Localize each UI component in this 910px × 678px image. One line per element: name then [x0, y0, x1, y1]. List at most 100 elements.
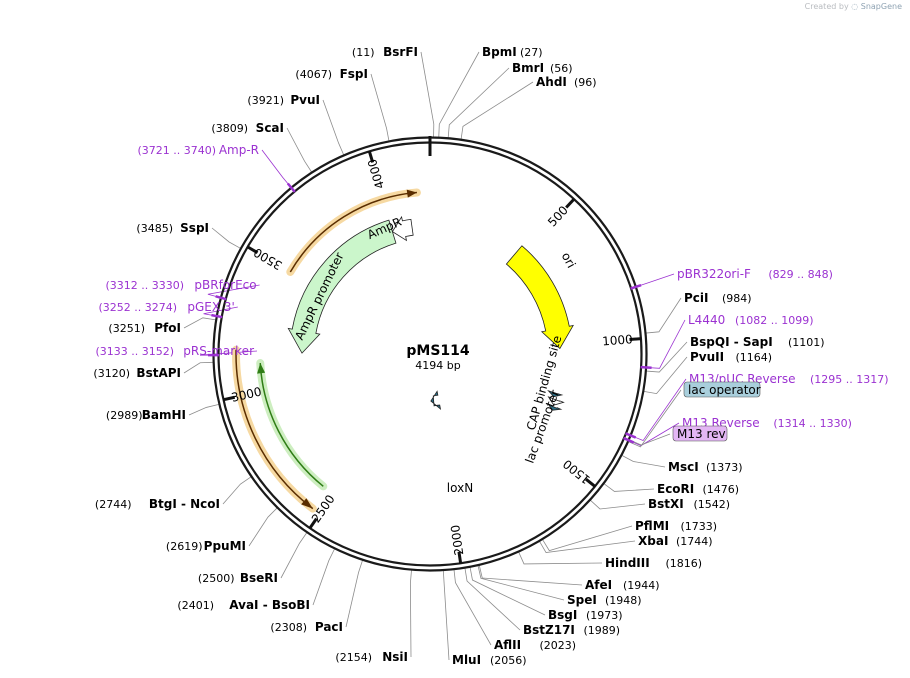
leader-line — [312, 548, 335, 606]
feature-cap-binding-site — [547, 389, 564, 398]
enzyme-name: PpuMI — [204, 539, 246, 553]
plasmid-size: 4194 bp — [415, 359, 460, 372]
enzyme-name: SspI — [180, 221, 209, 235]
primer-site-mark — [211, 313, 223, 319]
leader-line — [438, 51, 480, 138]
enzyme-label: BseRI(2500) — [198, 571, 278, 585]
primer-site-mark — [623, 436, 635, 444]
enzyme-position: (3251) — [108, 322, 145, 335]
orf-arrowhead — [301, 498, 313, 509]
enzyme-name: EcoRI — [657, 482, 694, 496]
enzyme-name: ScaI — [256, 121, 284, 135]
leader-line — [183, 317, 216, 329]
tick-mark — [367, 150, 375, 163]
leader-line — [370, 73, 390, 141]
tick-mark — [585, 478, 597, 488]
leader-line — [183, 361, 214, 374]
enzyme-name: MluI — [452, 653, 481, 667]
leader-line — [453, 569, 492, 646]
primer-site-mark — [215, 295, 227, 301]
enzyme-label: BamHI(2989) — [106, 408, 186, 422]
enzyme-position: (1373) — [706, 461, 743, 474]
enzyme-label: BsgI(1973) — [548, 608, 623, 622]
enzyme-label: PciI(984) — [684, 291, 752, 305]
primer-position: (1082 .. 1099) — [735, 314, 814, 327]
enzyme-name: BstAPI — [136, 366, 181, 380]
enzyme-position: (1989) — [584, 624, 621, 637]
enzyme-position: (56) — [550, 62, 573, 75]
boxed-label-bg — [672, 425, 728, 442]
leader-line — [188, 404, 220, 416]
enzyme-label: EcoRI(1476) — [657, 482, 739, 496]
snapgene-credit: Created by ◌ SnapGene — [805, 2, 902, 11]
primer-site-mark — [625, 432, 637, 439]
enzyme-name: MscI — [668, 460, 699, 474]
tick-mark — [457, 551, 463, 564]
feature-ampr-promoter — [391, 215, 414, 242]
enzyme-name: AfeI — [585, 578, 612, 592]
enzyme-label: BmrI (56) — [512, 61, 573, 75]
enzyme-label: PpuMI(2619) — [166, 539, 246, 553]
orf-arrowhead — [257, 363, 266, 374]
tick-mark — [565, 197, 576, 209]
primer-position: (3133 .. 3152) — [95, 345, 174, 358]
leader-line — [280, 532, 308, 579]
tick-mark — [629, 337, 642, 341]
feature-lac-operator — [546, 402, 563, 411]
enzyme-label: MluI(2056) — [452, 653, 527, 667]
plasmid-name: pMS114 — [406, 343, 470, 359]
enzyme-label: HindIII(1816) — [605, 556, 702, 570]
leader-line — [469, 567, 546, 616]
primer-name: pGEX 3' — [187, 300, 234, 314]
enzyme-label: PfoI(3251) — [108, 321, 181, 335]
enzyme-label: PacI(2308) — [270, 620, 343, 634]
enzyme-name: PciI — [684, 291, 709, 305]
tick-label: 3500 — [251, 245, 284, 273]
enzyme-label: AflII(2023) — [494, 638, 576, 652]
leader-line — [643, 356, 688, 395]
leader-line — [409, 570, 412, 658]
primer-name: pBR322ori-F — [677, 267, 751, 281]
leader-line — [478, 565, 583, 586]
enzyme-position: (1744) — [676, 535, 713, 548]
leader-line — [646, 341, 688, 373]
primer-label: Amp-R(3721 .. 3740) — [137, 143, 259, 157]
enzyme-position: (1733) — [681, 520, 718, 533]
enzyme-position: (1948) — [605, 594, 642, 607]
enzyme-name: BmrI — [512, 61, 544, 75]
enzyme-position: (2401) — [177, 599, 214, 612]
enzyme-position: (2619) — [166, 540, 203, 553]
tick-label: 1000 — [602, 332, 633, 348]
enzyme-name: BamHI — [142, 408, 186, 422]
leader-line — [636, 273, 675, 288]
enzyme-label: PflMI(1733) — [635, 519, 717, 533]
enzyme-name: AvaI - BsoBI — [229, 598, 310, 612]
enzyme-position: (3120) — [93, 367, 130, 380]
enzyme-name: AhdI — [536, 75, 567, 89]
leader-line — [590, 499, 646, 510]
enzyme-label: BtgI - NcoI(2744) — [95, 497, 220, 511]
enzyme-name: PvuII — [690, 350, 724, 364]
enzyme-position: (1944) — [623, 579, 660, 592]
enzyme-name: HindIII — [605, 556, 650, 570]
enzyme-name: BsrFI — [383, 45, 418, 59]
tick-label: 1500 — [560, 457, 593, 487]
primer-label: pBRforEco(3312 .. 3330) — [105, 278, 256, 292]
enzyme-position: (4067) — [295, 68, 332, 81]
tick-mark — [246, 245, 259, 254]
enzyme-name: FspI — [340, 67, 368, 81]
enzyme-name: BspQI - SapI — [690, 335, 773, 349]
site-marks — [207, 182, 652, 444]
credit-brand: SnapGene — [860, 2, 902, 11]
leader-line — [442, 570, 450, 661]
boxed-label-text: lac operator — [688, 383, 761, 397]
enzyme-position: (3921) — [247, 94, 284, 107]
enzyme-label: BstZ17I(1989) — [523, 623, 620, 637]
enzyme-name: NsiI — [382, 650, 408, 664]
enzyme-label: AvaI - BsoBI (2401) — [177, 598, 310, 612]
enzyme-position: (3485) — [136, 222, 173, 235]
primer-label: M13/pUC Reverse(1295 .. 1317) — [689, 372, 889, 386]
leader-line — [420, 51, 435, 138]
enzyme-position: (2308) — [270, 621, 307, 634]
